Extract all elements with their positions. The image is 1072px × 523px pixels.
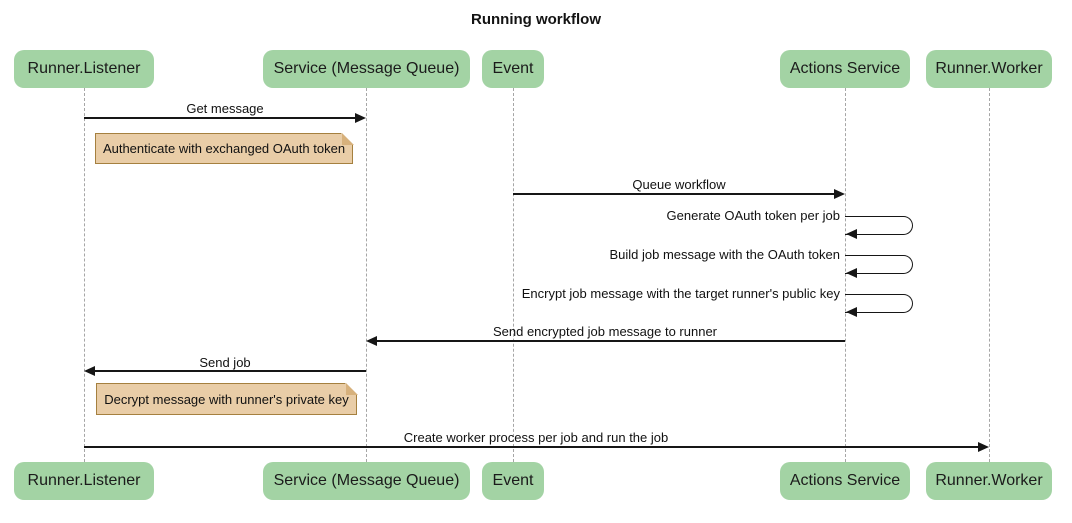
diagram-title: Running workflow xyxy=(471,11,601,28)
arrowhead-right-icon xyxy=(355,113,366,123)
lifeline-actions-service xyxy=(845,88,846,462)
note-authenticate: Authenticate with exchanged OAuth token xyxy=(95,132,354,164)
message-label-create-worker-process: Create worker process per job and run th… xyxy=(403,430,669,445)
message-label-encrypt-job-message: Encrypt job message with the target runn… xyxy=(521,286,840,301)
arrowhead-left-icon xyxy=(846,307,857,317)
message-label-generate-oauth-token: Generate OAuth token per job xyxy=(666,208,840,223)
participant-actions-service-bottom: Actions Service xyxy=(780,462,910,500)
participant-event-bottom: Event xyxy=(482,462,544,500)
arrowhead-left-icon xyxy=(846,229,857,239)
arrowhead-left-icon xyxy=(366,336,377,346)
participant-service-message-queue-bottom: Service (Message Queue) xyxy=(263,462,470,500)
self-loop xyxy=(845,255,913,274)
self-loop xyxy=(845,216,913,235)
message-label-queue-workflow: Queue workflow xyxy=(632,177,726,192)
arrow-line xyxy=(94,370,366,372)
arrowhead-left-icon xyxy=(846,268,857,278)
participant-runner-worker-bottom: Runner.Worker xyxy=(926,462,1052,500)
message-label-send-encrypted-job: Send encrypted job message to runner xyxy=(492,324,718,339)
self-loop xyxy=(845,294,913,313)
arrow-line xyxy=(513,193,835,195)
lifeline-runner-worker xyxy=(989,88,990,462)
note-fold-icon xyxy=(341,132,354,145)
note-text: Authenticate with exchanged OAuth token xyxy=(102,141,346,156)
participant-actions-service-top: Actions Service xyxy=(780,50,910,88)
note-text: Decrypt message with runner's private ke… xyxy=(104,391,349,407)
arrow-line xyxy=(376,340,845,342)
lifeline-event xyxy=(513,88,514,462)
message-label-get-message: Get message xyxy=(186,101,264,116)
arrowhead-right-icon xyxy=(978,442,989,452)
arrow-line xyxy=(84,117,356,119)
lifeline-runner-listener xyxy=(84,88,85,462)
note-decrypt: Decrypt message with runner's private ke… xyxy=(96,382,358,415)
arrowhead-right-icon xyxy=(834,189,845,199)
lifeline-service-message-queue xyxy=(366,88,367,462)
participant-service-message-queue-top: Service (Message Queue) xyxy=(263,50,470,88)
arrowhead-left-icon xyxy=(84,366,95,376)
participant-runner-worker-top: Runner.Worker xyxy=(926,50,1052,88)
participant-runner-listener-top: Runner.Listener xyxy=(14,50,154,88)
message-label-send-job: Send job xyxy=(199,355,251,370)
message-label-build-job-message: Build job message with the OAuth token xyxy=(609,247,840,262)
note-fold-icon xyxy=(345,382,358,395)
participant-event-top: Event xyxy=(482,50,544,88)
arrow-line xyxy=(84,446,978,448)
participant-runner-listener-bottom: Runner.Listener xyxy=(14,462,154,500)
